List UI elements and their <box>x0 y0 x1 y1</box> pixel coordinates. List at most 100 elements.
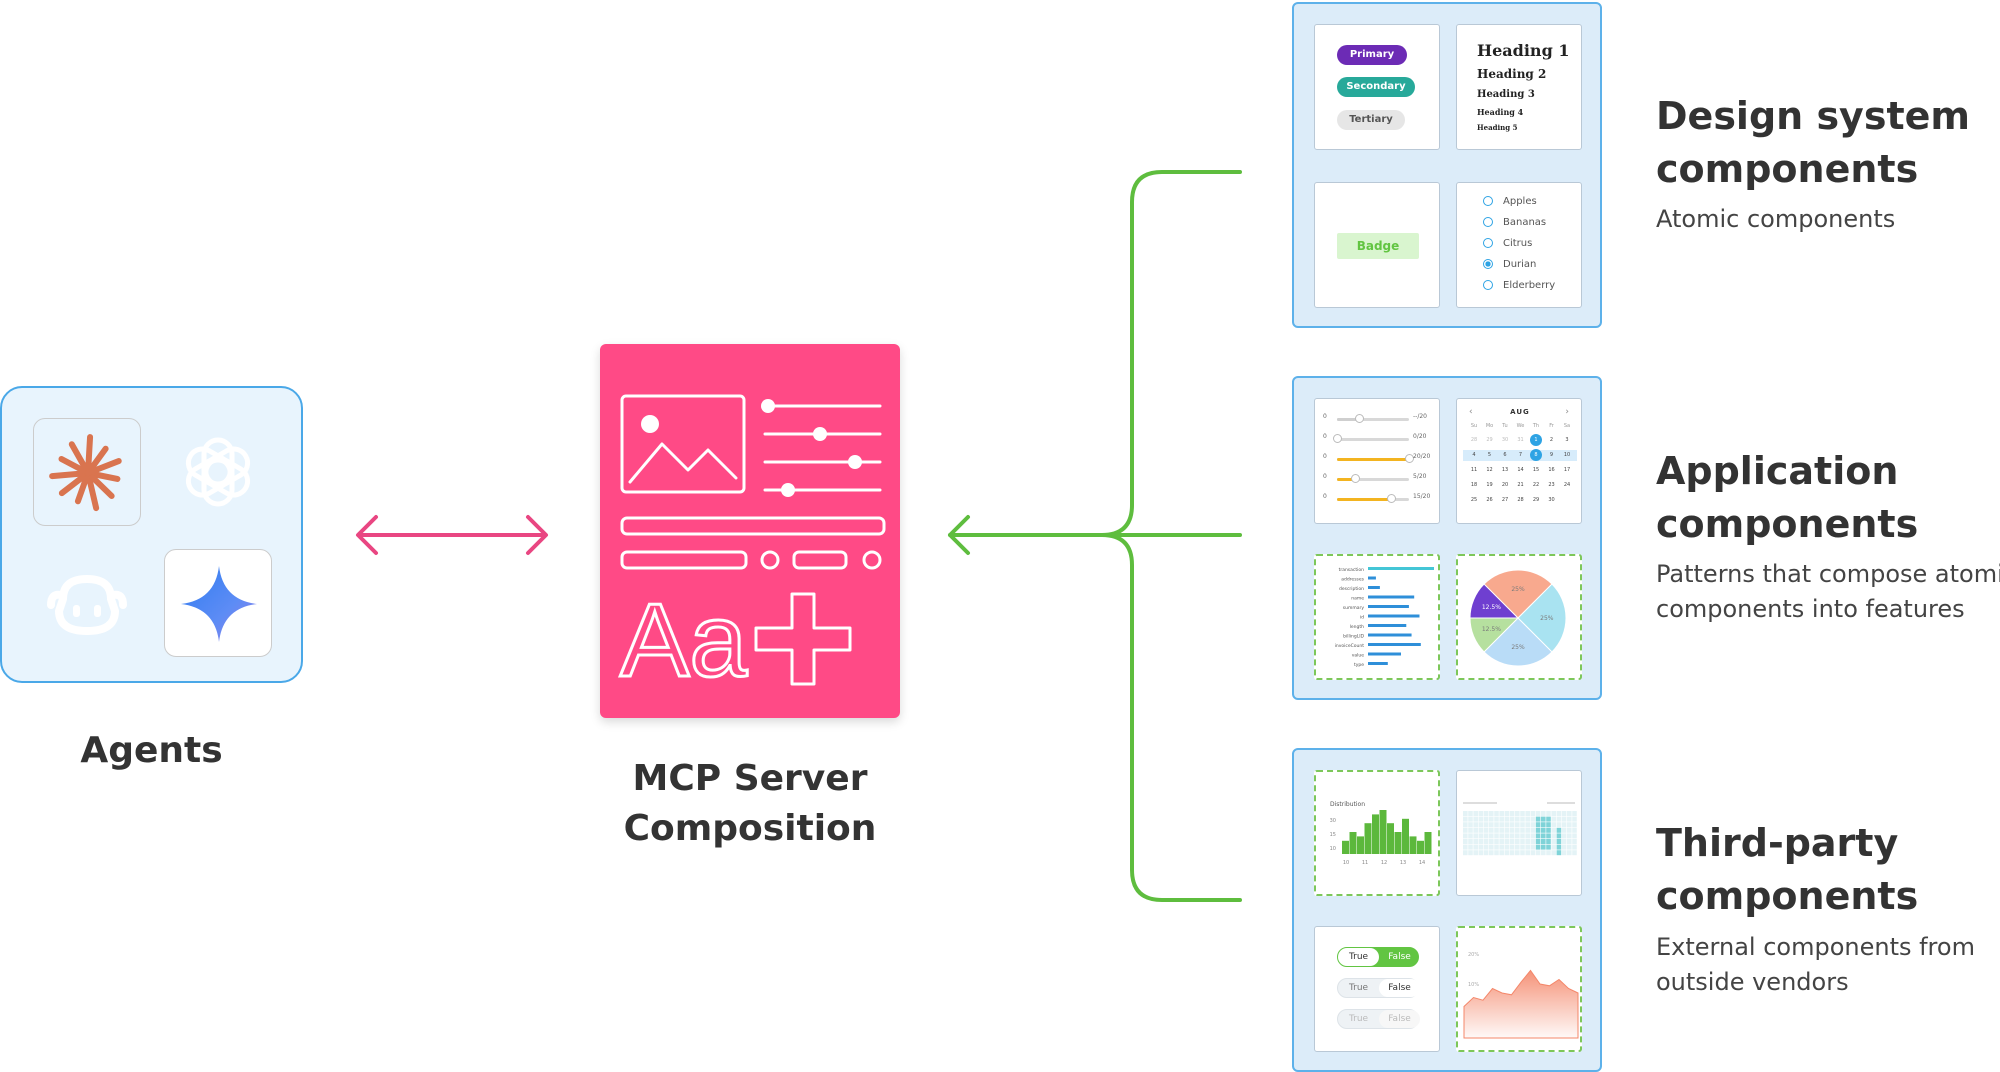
slider-max: 5/20 <box>1413 473 1427 480</box>
heatmap-cell <box>1551 827 1556 833</box>
calendar-day[interactable]: 23 <box>1548 482 1555 488</box>
calendar-day[interactable]: 19 <box>1486 482 1493 488</box>
calendar-day[interactable]: 22 <box>1532 482 1540 488</box>
openai-knot-icon[interactable] <box>164 418 272 526</box>
radio-option-apples[interactable]: Apples <box>1483 195 1537 209</box>
heatmap-cell <box>1551 811 1556 816</box>
calendar-day[interactable]: 11 <box>1470 467 1478 473</box>
heatmap-cell <box>1473 816 1478 822</box>
calendar-day[interactable]: 13 <box>1501 467 1509 473</box>
calendar-day[interactable]: 21 <box>1517 482 1524 488</box>
slider-thumb[interactable] <box>1354 414 1364 423</box>
copilot-goggles-icon[interactable] <box>33 549 141 657</box>
radio-label: Citrus <box>1503 238 1533 249</box>
calendar-day[interactable]: 14 <box>1517 467 1524 473</box>
area-series <box>1463 969 1579 1039</box>
radio-option-bananas[interactable]: Bananas <box>1483 216 1546 230</box>
slider-min: 0 <box>1323 473 1327 480</box>
radio-option-elderberry[interactable]: Elderberry <box>1483 279 1555 293</box>
heatmap-cell <box>1515 844 1520 850</box>
heading-5: Heading 5 <box>1477 123 1518 132</box>
calendar-day[interactable]: 29 <box>1532 497 1540 503</box>
server-label-line1: MCP Server <box>632 758 868 799</box>
calendar-day[interactable]: 12 <box>1486 467 1493 473</box>
bar-label: addresses <box>1341 577 1364 583</box>
calendar-day[interactable]: 27 <box>1501 497 1509 503</box>
heatmap-cell <box>1520 839 1525 844</box>
true-false-toggle[interactable]: True False <box>1337 947 1419 967</box>
radio-option-citrus[interactable]: Citrus <box>1483 237 1532 251</box>
calendar-day[interactable]: 5 <box>1487 452 1492 458</box>
calendar-day[interactable]: 17 <box>1563 467 1571 473</box>
heatmap-card <box>1456 770 1582 896</box>
tertiary-button[interactable]: Tertiary <box>1337 110 1405 130</box>
heatmap-cell <box>1561 822 1567 828</box>
toggle-option-false[interactable]: False <box>1388 952 1411 962</box>
calendar-day[interactable]: 6 <box>1503 452 1507 458</box>
heatmap-cell <box>1535 816 1541 822</box>
buttons-card: Primary Secondary Tertiary <box>1314 24 1440 150</box>
gemini-sparkle-icon[interactable] <box>164 549 272 657</box>
primary-button[interactable]: Primary <box>1337 45 1407 65</box>
heatmap-cell <box>1530 811 1536 816</box>
calendar-day[interactable]: 28 <box>1517 497 1524 503</box>
calendar-prev-icon[interactable]: ‹ <box>1469 407 1473 417</box>
slider-thumb[interactable] <box>1351 474 1360 483</box>
calendar-day[interactable]: 4 <box>1472 452 1476 458</box>
calendar-day[interactable]: 16 <box>1548 467 1555 473</box>
toggle-option-false[interactable]: False <box>1379 1010 1420 1028</box>
histogram-bar <box>1387 823 1394 854</box>
calendar-day[interactable]: 30 <box>1548 497 1555 503</box>
calendar-day[interactable]: 15 <box>1532 467 1540 473</box>
calendar-day[interactable]: 30 <box>1501 437 1509 443</box>
claude-starburst-icon[interactable] <box>33 418 141 526</box>
calendar-day[interactable]: 26 <box>1486 497 1493 503</box>
heatmap-cell <box>1468 816 1473 822</box>
heatmap-cell <box>1535 827 1541 833</box>
toggle-option-true[interactable]: True <box>1338 948 1379 966</box>
calendar-day[interactable]: 18 <box>1470 482 1478 488</box>
slider-thumb[interactable] <box>1405 454 1414 463</box>
toggle-option-true[interactable]: True <box>1348 983 1369 993</box>
true-false-toggle[interactable]: True False <box>1337 978 1420 998</box>
heatmap-cell <box>1535 822 1541 828</box>
secondary-button[interactable]: Secondary <box>1337 77 1415 97</box>
calendar-day[interactable]: 25 <box>1470 497 1478 503</box>
calendar-day[interactable]: 1 <box>1530 434 1542 446</box>
radio-option-durian[interactable]: Durian <box>1483 258 1536 272</box>
calendar-day[interactable]: 24 <box>1563 482 1571 488</box>
heatmap-cell <box>1561 827 1567 833</box>
heatmap-cell <box>1478 833 1484 839</box>
true-false-toggle[interactable]: True False <box>1337 1009 1420 1029</box>
heatmap-cell <box>1504 839 1510 844</box>
toggle-option-true[interactable]: True <box>1348 1014 1369 1024</box>
calendar-day[interactable] <box>1561 494 1573 506</box>
calendar-day[interactable]: 9 <box>1549 452 1554 458</box>
toggle-option-false[interactable]: False <box>1379 979 1420 997</box>
calendar-day[interactable]: 20 <box>1501 482 1509 488</box>
calendar-day[interactable]: 10 <box>1563 452 1571 458</box>
area-y-tick: 20% <box>1468 952 1479 958</box>
calendar-weekday: Sa <box>1563 423 1571 429</box>
bar-label: length <box>1350 624 1364 630</box>
calendar-day[interactable]: 8 <box>1530 449 1542 461</box>
slider-row[interactable]: 0 5/20 <box>1323 473 1435 485</box>
heatmap-cell <box>1483 844 1489 850</box>
calendar-day[interactable]: 31 <box>1517 437 1524 443</box>
heatmap-cell <box>1478 850 1484 856</box>
bar <box>1368 662 1388 665</box>
slider-thumb[interactable] <box>1333 434 1342 443</box>
calendar-day[interactable]: 28 <box>1470 437 1478 443</box>
slider-thumb[interactable] <box>1387 494 1396 503</box>
calendar-day[interactable]: 3 <box>1565 437 1569 443</box>
calendar-day[interactable]: 2 <box>1549 437 1554 443</box>
slider-row[interactable]: 0--/20 <box>1323 413 1435 425</box>
calendar-day[interactable]: 29 <box>1486 437 1493 443</box>
calendar-next-icon[interactable]: › <box>1565 407 1569 417</box>
calendar-day[interactable]: 7 <box>1518 452 1523 458</box>
heatmap-cell <box>1473 833 1478 839</box>
